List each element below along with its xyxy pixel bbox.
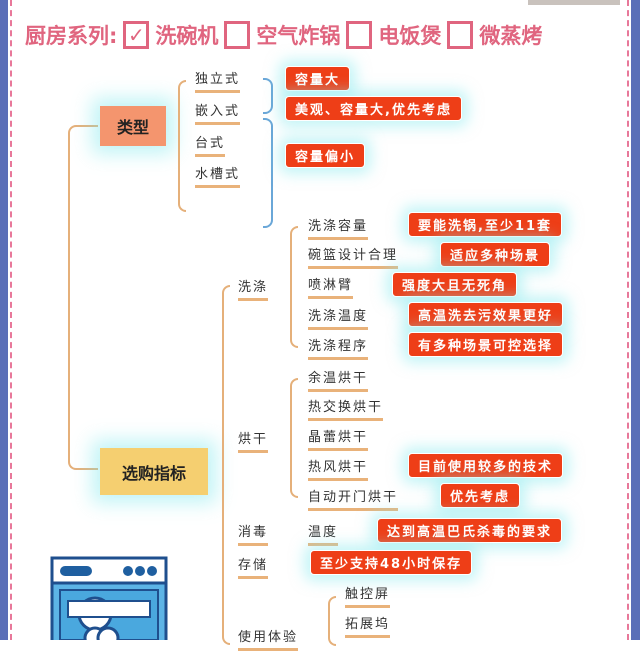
experience-brace <box>328 596 336 646</box>
wash-note: 有多种场景可控选择 <box>408 332 564 357</box>
sterilize-note: 达到高温巴氏杀毒的要求 <box>377 518 563 543</box>
dry-title: 烘干 <box>238 428 269 453</box>
note-brace <box>263 78 273 114</box>
type-item: 水槽式 <box>195 163 241 188</box>
top-photo <box>528 0 620 5</box>
experience-title: 使用体验 <box>238 626 299 651</box>
wash-note: 要能洗锅,至少11套 <box>408 212 563 237</box>
type-item: 台式 <box>195 132 226 157</box>
dishwasher-illustration <box>50 556 168 640</box>
experience-item: 触控屏 <box>345 583 391 608</box>
storage-title: 存储 <box>238 554 269 579</box>
wash-item: 碗篮设计合理 <box>308 244 399 269</box>
type-item: 独立式 <box>195 68 241 93</box>
dry-item: 晶蕾烘干 <box>308 426 369 451</box>
guide-brace <box>222 285 230 645</box>
type-note: 容量偏小 <box>285 143 366 168</box>
sterilize-title: 消毒 <box>238 521 269 546</box>
type-node: 类型 <box>100 106 166 146</box>
checkbox-ricecooker[interactable] <box>346 21 373 49</box>
wash-item: 洗涤温度 <box>308 305 369 330</box>
storage-note: 至少支持48小时保存 <box>310 550 473 575</box>
series-header: 厨房系列: ✓ 洗碗机 空气炸锅 电饭煲 微蒸烤 <box>25 20 542 50</box>
option-steamoven: 微蒸烤 <box>479 24 543 48</box>
root-connector <box>68 125 98 470</box>
option-ricecooker: 电饭煲 <box>378 24 442 48</box>
type-brace <box>178 80 186 212</box>
checkbox-steamoven[interactable] <box>447 21 474 49</box>
type-note: 容量大 <box>285 66 351 91</box>
guide-node: 选购指标 <box>100 448 208 495</box>
note-brace <box>263 118 273 228</box>
dry-note: 优先考虑 <box>440 483 521 508</box>
dry-item: 热风烘干 <box>308 456 369 481</box>
frame-left <box>0 0 8 640</box>
option-airfryer: 空气炸锅 <box>256 24 341 48</box>
checkbox-airfryer[interactable] <box>224 21 251 49</box>
checkbox-dishwasher[interactable]: ✓ <box>123 21 150 49</box>
check-icon: ✓ <box>128 23 145 47</box>
wash-item: 洗涤容量 <box>308 215 369 240</box>
wash-item: 喷淋臂 <box>308 274 354 299</box>
dashed-border-right <box>627 0 629 640</box>
dry-item: 余温烘干 <box>308 367 369 392</box>
series-prefix: 厨房系列: <box>25 24 118 48</box>
dry-note: 目前使用较多的技术 <box>408 453 564 478</box>
type-title: 类型 <box>116 118 149 137</box>
type-note: 美观、容量大,优先考虑 <box>285 96 462 121</box>
dry-item: 热交换烘干 <box>308 396 384 421</box>
wash-note: 适应多种场景 <box>440 242 551 267</box>
type-item: 嵌入式 <box>195 100 241 125</box>
dry-item: 自动开门烘干 <box>308 486 399 511</box>
experience-item: 拓展坞 <box>345 613 391 638</box>
frame-right <box>631 0 640 640</box>
wash-item: 洗涤程序 <box>308 335 369 360</box>
wash-note: 高温洗去污效果更好 <box>408 302 564 327</box>
dashed-border-left <box>10 0 12 640</box>
sterilize-item: 温度 <box>308 521 339 546</box>
wash-title: 洗涤 <box>238 276 269 301</box>
option-dishwasher: 洗碗机 <box>155 24 219 48</box>
wash-note: 强度大且无死角 <box>392 272 518 297</box>
wash-brace <box>290 226 298 348</box>
dry-brace <box>290 378 298 498</box>
guide-title: 选购指标 <box>121 463 186 483</box>
